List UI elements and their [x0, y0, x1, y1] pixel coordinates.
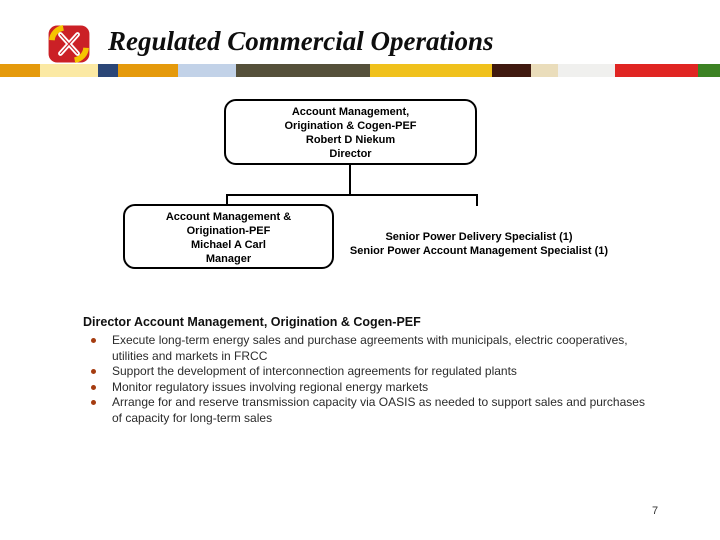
stripe-segment — [0, 64, 40, 77]
stripe-segment — [698, 64, 720, 77]
org-text-specialists: Senior Power Delivery Specialist (1) Sen… — [349, 231, 609, 257]
org-box-manager: Account Management & Origination-PEF Mic… — [123, 204, 334, 269]
connector-vertical-top — [349, 165, 351, 195]
stripe-segment — [558, 64, 615, 77]
bullet-item: Monitor regulatory issues involving regi… — [90, 380, 660, 396]
body-heading: Director Account Management, Origination… — [83, 315, 421, 329]
stripe-segment — [370, 64, 492, 77]
color-stripe — [0, 64, 720, 77]
slide-title: Regulated Commercial Operations — [108, 26, 494, 56]
company-logo-icon — [48, 25, 90, 63]
stripe-segment — [118, 64, 178, 77]
stripe-segment — [178, 64, 236, 77]
stripe-segment — [40, 64, 98, 77]
stripe-segment — [98, 64, 118, 77]
page-number: 7 — [652, 505, 659, 517]
bullet-list: Execute long-term energy sales and purch… — [90, 333, 660, 426]
stripe-segment — [531, 64, 558, 77]
connector-drop-right — [476, 194, 478, 206]
stripe-segment — [615, 64, 698, 77]
bullet-item: Support the development of interconnecti… — [90, 364, 660, 380]
stripe-segment — [492, 64, 531, 77]
bullet-item: Execute long-term energy sales and purch… — [90, 333, 660, 364]
connector-drop-left — [226, 194, 228, 205]
stripe-segment — [236, 64, 370, 77]
org-box-director: Account Management, Origination & Cogen-… — [224, 99, 477, 165]
connector-horizontal — [226, 194, 478, 196]
bullet-item: Arrange for and reserve transmission cap… — [90, 395, 660, 426]
